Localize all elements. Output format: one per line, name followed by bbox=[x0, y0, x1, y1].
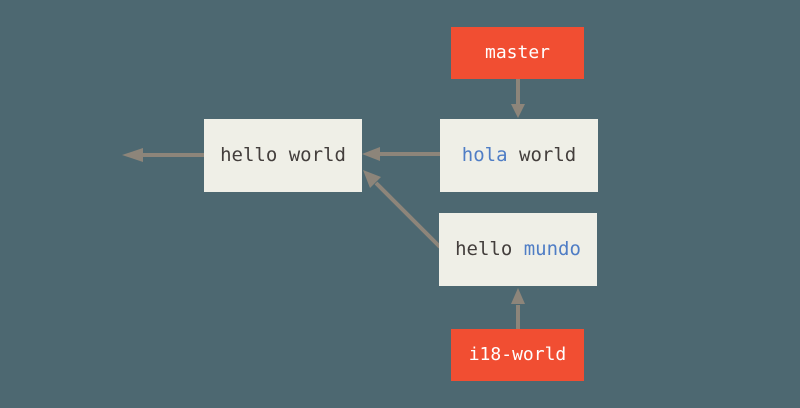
commit-word-rest: hello bbox=[455, 238, 524, 260]
arrowhead-left-icon bbox=[122, 148, 143, 162]
commit-message: hello world bbox=[220, 144, 346, 166]
arrowhead-up-icon bbox=[511, 288, 525, 304]
branch-name: master bbox=[484, 42, 551, 63]
branch-label-i18-world: i18-world bbox=[451, 329, 584, 381]
branch-name: i18-world bbox=[468, 344, 567, 365]
commit-word-changed: hola bbox=[461, 144, 508, 166]
arrowhead-up-left-icon bbox=[363, 170, 381, 188]
commit-box-hello-world: hello world bbox=[204, 119, 362, 192]
branch-label-master: master bbox=[451, 27, 584, 79]
arrowhead-left-icon bbox=[362, 147, 380, 161]
commit-word-rest: world bbox=[507, 144, 577, 166]
arrow-hola-world-to-hello-world bbox=[362, 147, 440, 161]
commit-message: hello mundo bbox=[455, 240, 581, 259]
commit-box-hello-mundo: hello mundo bbox=[439, 213, 597, 286]
arrow-shaft bbox=[374, 181, 442, 249]
arrow-i18-world-to-hello-mundo bbox=[511, 288, 525, 329]
commit-word-changed: mundo bbox=[523, 238, 581, 260]
commit-box-hola-world: hola world bbox=[440, 119, 598, 192]
arrowhead-down-icon bbox=[511, 104, 525, 118]
arrow-hello-world-to-parent bbox=[122, 148, 204, 162]
arrow-master-to-hola-world bbox=[511, 79, 525, 118]
arrow-hello-mundo-to-hello-world bbox=[363, 170, 442, 249]
commit-message: hola world bbox=[462, 146, 576, 165]
